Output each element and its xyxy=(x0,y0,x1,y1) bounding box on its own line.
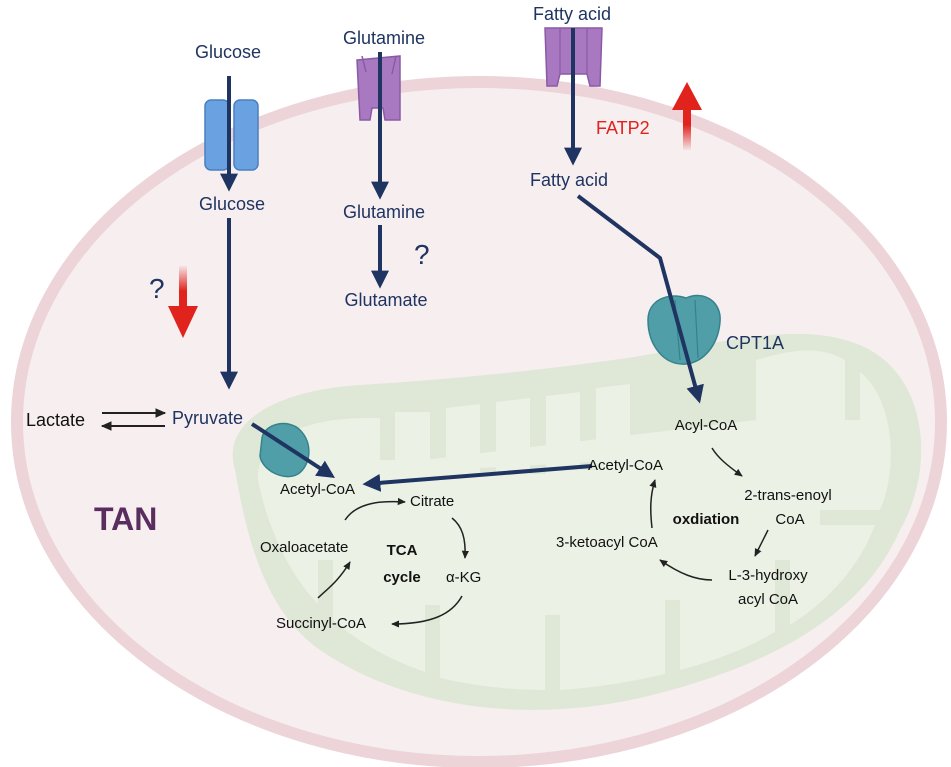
question-mark-glucose: ? xyxy=(149,273,165,304)
beta-oxidation-arrows xyxy=(649,447,769,581)
tca-acetyl-coa-label: Acetyl-CoA xyxy=(280,481,355,498)
tca-cycle-arrows xyxy=(317,497,469,628)
glucose-inner-label: Glucose xyxy=(199,194,265,214)
red-arrow-up-icon xyxy=(672,82,702,150)
cpt1a-label: CPT1A xyxy=(726,333,784,353)
glutamine-inner-label: Glutamine xyxy=(343,202,425,222)
beta-acetyl-coa-label: Acetyl-CoA xyxy=(588,457,663,474)
tca-alpha-kg-label: α-KG xyxy=(446,569,481,586)
tca-oxaloacetate-label: Oxaloacetate xyxy=(260,539,348,556)
red-arrow-down-icon xyxy=(168,266,198,338)
glucose-outer-label: Glucose xyxy=(195,42,261,62)
hydroxy-acyl-coa-label-line1: L-3-hydroxy xyxy=(728,567,808,584)
tca-citrate-label: Citrate xyxy=(410,493,454,510)
tca-cycle-title-line1: TCA xyxy=(387,542,418,559)
mitochondrion xyxy=(232,333,922,710)
trans-enoyl-coa-label-line2: CoA xyxy=(775,511,804,528)
pyruvate-carrier-icon xyxy=(259,422,310,478)
pyruvate-label: Pyruvate xyxy=(172,408,243,428)
fatp2-label: FATP2 xyxy=(596,118,650,138)
ketoacyl-coa-label: 3-ketoacyl CoA xyxy=(556,534,658,551)
question-mark-glutamine: ? xyxy=(414,239,430,270)
pathway-arrows xyxy=(220,28,704,492)
fatty-acid-outer-label: Fatty acid xyxy=(533,4,611,24)
trans-enoyl-coa-label-line1: 2-trans-enoyl xyxy=(744,487,832,504)
beta-oxidation-center-label: oxdiation xyxy=(673,511,740,528)
acyl-coa-label: Acyl-CoA xyxy=(675,417,738,434)
hydroxy-acyl-coa-label-line2: acyl CoA xyxy=(738,591,798,608)
fatty-acid-inner-label: Fatty acid xyxy=(530,170,608,190)
glutamine-outer-label: Glutamine xyxy=(343,28,425,48)
lactate-label: Lactate xyxy=(26,410,85,430)
tca-succinyl-coa-label: Succinyl-CoA xyxy=(276,615,366,632)
lactate-pyruvate-arrows xyxy=(100,408,167,431)
glutamate-label: Glutamate xyxy=(344,290,427,310)
glucose-transporter-icon xyxy=(204,99,259,171)
tca-cycle-title-line2: cycle xyxy=(383,569,421,586)
tan-label: TAN xyxy=(94,501,157,537)
